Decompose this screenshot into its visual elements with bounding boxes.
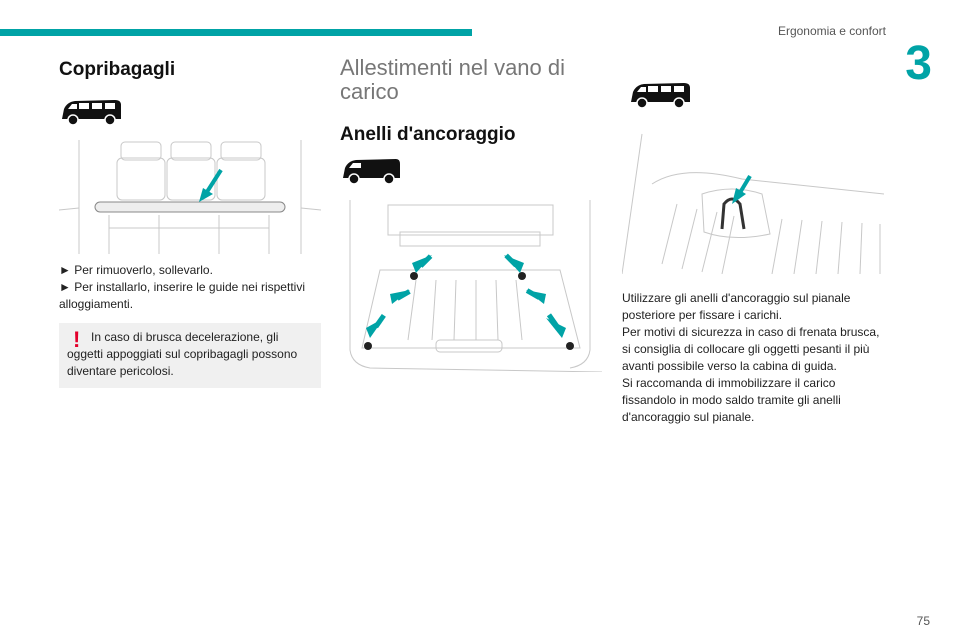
warning-box: ! In caso di brusca decelerazione, gli o…: [59, 323, 321, 388]
warning-icon: !: [73, 327, 81, 352]
anchor-paragraph-2: Per motivi di sicurezza in caso di frena…: [622, 325, 880, 373]
header-accent-bar: [0, 29, 472, 36]
column-luggage-cover: Copribagagli ► Per rimuoverlo, sollevarl…: [59, 56, 321, 388]
cargo-floor-illustration: [349, 200, 602, 372]
passenger-van-icon-2: [631, 83, 690, 109]
section-heading-luggage-cover: Copribagagli: [59, 59, 176, 80]
instruction-install: ► Per installarlo, inserire le guide nei…: [59, 280, 305, 311]
panel-van-icon: [343, 159, 400, 185]
section-title: Ergonomia e confort: [777, 24, 886, 38]
warning-text: In caso di brusca decelerazione, gli ogg…: [67, 330, 298, 378]
section-heading-load-area: Allestimenti nel vano di carico: [340, 55, 566, 104]
passenger-van-icon: [62, 100, 121, 126]
anchor-paragraph-1: Utilizzare gli anelli d'ancoraggio sul p…: [622, 291, 851, 322]
column-load-area: Allestimenti nel vano di carico Anelli d…: [340, 56, 602, 372]
anchor-ring-closeup-illustration: [622, 133, 884, 274]
column-anchor-usage: Utilizzare gli anelli d'ancoraggio sul p…: [622, 56, 884, 426]
page-number: 75: [916, 614, 930, 628]
anchor-paragraph-3: Si raccomanda di immobilizzare il carico…: [622, 376, 841, 424]
chapter-number: 3: [905, 37, 932, 90]
luggage-cover-illustration: [59, 140, 321, 254]
subsection-heading-anchor-rings: Anelli d'ancoraggio: [340, 124, 516, 145]
instruction-remove: ► Per rimuoverlo, sollevarlo.: [59, 263, 213, 277]
